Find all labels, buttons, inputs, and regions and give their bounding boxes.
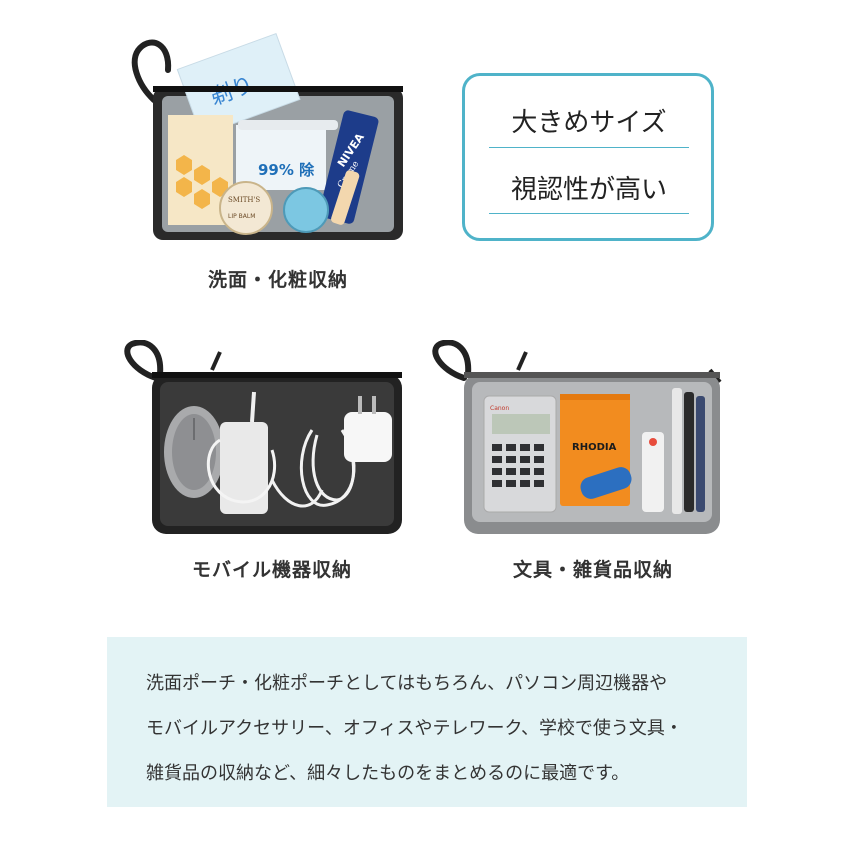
mobile-pouch-photo: [112, 340, 412, 540]
cosmetics-pouch-photo: 剃り 99% 除 NIVEA Creme SMITH'S LIP BALM: [118, 30, 408, 250]
description-line: 洗面ポーチ・化粧ポーチとしてはもちろん、パソコン周辺機器や: [146, 673, 668, 694]
feature-box: 大きめサイズ 視認性が高い: [462, 73, 714, 241]
svg-text:Canon: Canon: [490, 405, 509, 412]
carabiner-icon: [131, 39, 172, 103]
feature-high-visibility: 視認性が高い: [510, 175, 667, 205]
description-box: 洗面ポーチ・化粧ポーチとしてはもちろん、パソコン周辺機器や モバイルアクセサリー…: [107, 637, 747, 807]
svg-text:99% 除: 99% 除: [258, 161, 315, 179]
description-line: モバイルアクセサリー、オフィスやテレワーク、学校で使う文具・: [146, 718, 683, 739]
cosmetics-caption: 洗面・化粧収納: [207, 269, 348, 291]
carabiner-icon: [432, 340, 472, 381]
mobile-caption: モバイル機器収納: [191, 559, 352, 581]
stationery-pouch-photo: Canon RHODIA: [420, 340, 730, 540]
feature-large-size: 大きめサイズ: [511, 108, 667, 138]
feature-divider: [489, 213, 689, 214]
svg-text:RHODIA: RHODIA: [572, 442, 617, 453]
svg-text:LIP BALM: LIP BALM: [228, 213, 255, 220]
svg-text:SMITH'S: SMITH'S: [228, 196, 260, 204]
description-line: 雑貨品の収納など、細々したものをまとめるのに最適です。: [146, 763, 630, 784]
stationery-caption: 文具・雑貨品収納: [512, 559, 673, 581]
carabiner-icon: [124, 340, 164, 381]
feature-divider: [489, 147, 689, 148]
